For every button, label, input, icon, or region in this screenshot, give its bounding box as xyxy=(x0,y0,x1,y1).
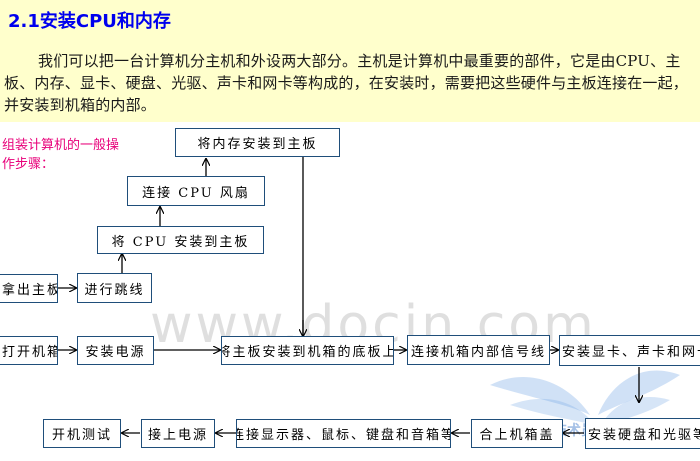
step-connect-power: 接上电源 xyxy=(141,419,215,448)
step-close-case: 合上机箱盖 xyxy=(471,419,563,448)
flowchart-side-note: 组装计算机的一般操作步骤： xyxy=(2,138,120,172)
step-mount-board: 将主板安装到机箱的底板上 xyxy=(221,336,394,365)
step-install-psu: 安装电源 xyxy=(77,336,154,365)
step-open-case: 打开机箱 xyxy=(0,336,58,365)
step-install-drives: 安装硬盘和光驱等 xyxy=(585,418,700,449)
step-set-jumpers: 进行跳线 xyxy=(77,273,152,303)
step-power-on-test: 开机测试 xyxy=(43,419,121,448)
step-take-out-board: 拿出主板 xyxy=(0,274,58,303)
step-connect-signal-wires: 连接机箱内部信号线 xyxy=(407,335,550,365)
step-connect-peripherals: 连接显示器、鼠标、键盘和音箱等 xyxy=(236,419,451,448)
step-install-cards: 安装显卡、声卡和网卡 xyxy=(559,335,700,366)
step-install-cpu: 将 CPU 安装到主板 xyxy=(97,226,264,254)
intro-paragraph: 我们可以把一台计算机分主机和外设两大部分。主机是计算机中最重要的部件，它是由CP… xyxy=(4,52,689,114)
intro-banner: 2.1安装CPU和内存 我们可以把一台计算机分主机和外设两大部分。主机是计算机中… xyxy=(0,0,700,122)
step-install-memory: 将内存安装到主板 xyxy=(175,128,340,157)
step-connect-cpu-fan: 连接 CPU 风扇 xyxy=(127,176,265,206)
section-title: 2.1安装CPU和内存 xyxy=(8,11,171,32)
